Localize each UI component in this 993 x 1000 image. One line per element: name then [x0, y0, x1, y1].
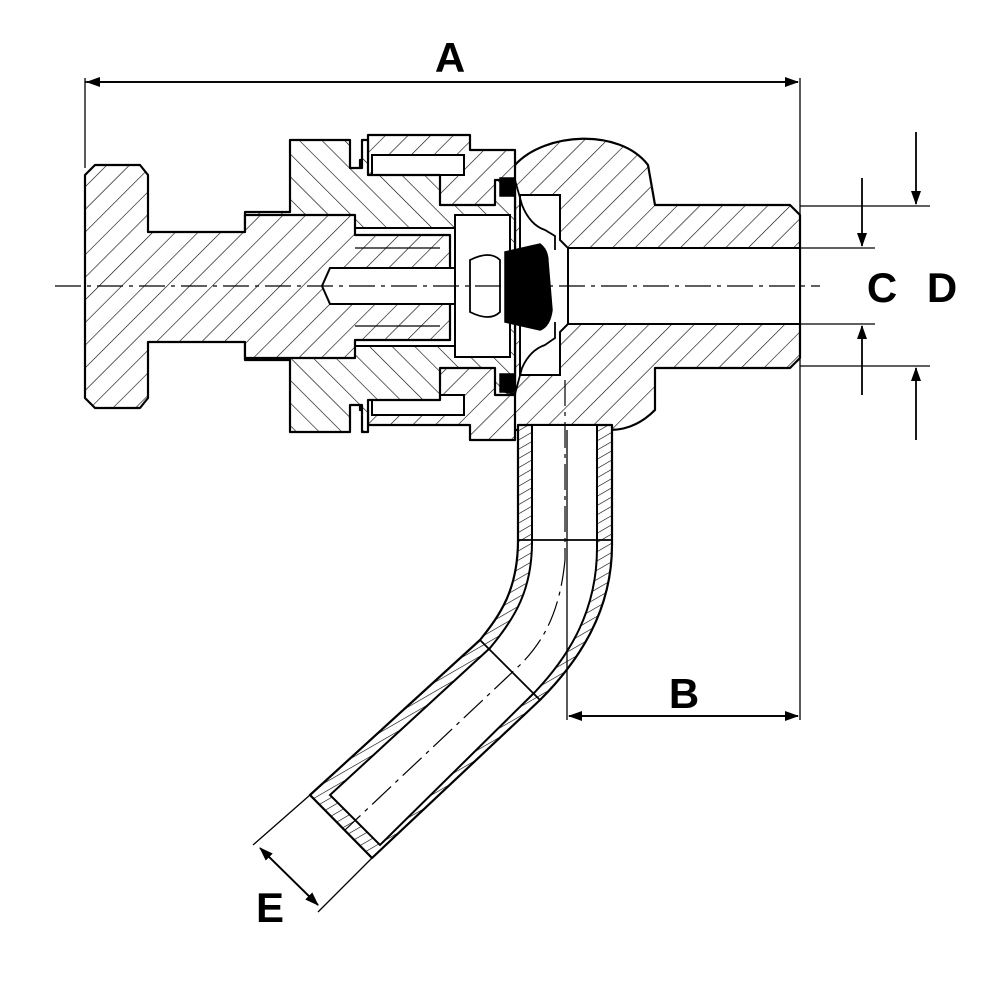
dimension-label-d: D	[927, 264, 957, 311]
dimension-label-c: C	[867, 264, 897, 311]
dimension-b: B	[566, 430, 799, 721]
drain-tube	[308, 423, 614, 860]
valve-body	[508, 137, 802, 432]
dimension-a: A	[84, 34, 801, 720]
dimension-d: D	[800, 132, 957, 440]
dimension-c: C	[800, 178, 897, 395]
dimension-e: E	[252, 794, 373, 931]
dimension-label-b: B	[669, 670, 699, 717]
diaphragm-seal	[504, 243, 553, 331]
dimension-label-e: E	[256, 884, 284, 931]
dimension-label-a: A	[435, 34, 465, 81]
